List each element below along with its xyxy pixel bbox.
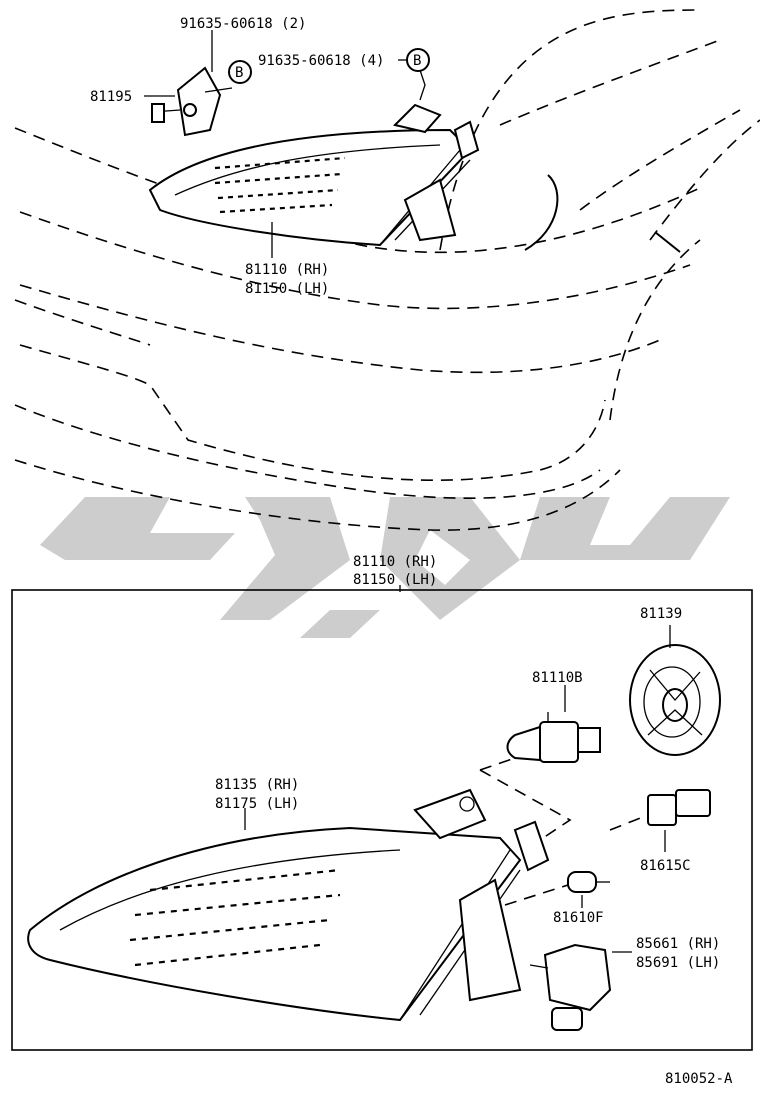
detail-box	[11, 589, 753, 1051]
label-bolt-b-4: 91635-60618 (4)	[258, 53, 384, 69]
label-unit-rh: 81135 (RH)	[215, 777, 299, 793]
label-leveling-lh: 85691 (LH)	[636, 955, 720, 971]
bulb-81110b	[506, 712, 601, 763]
label-leveling-rh: 85661 (RH)	[636, 936, 720, 952]
ref-b-circle-2	[406, 48, 430, 72]
headlamp-unit-81135	[27, 788, 550, 1022]
lower-lens-pattern	[129, 868, 341, 967]
lower-leader-lines	[244, 625, 671, 953]
label-ref-b-1: B	[235, 65, 243, 81]
label-ref-b-2: B	[413, 53, 421, 69]
label-adjuster: 81195	[90, 89, 132, 105]
label-headlamp-box-rh: 81110 (RH)	[353, 554, 437, 570]
leveling-motor-85661	[529, 943, 612, 1031]
label-headlamp-box-lh: 81150 (LH)	[353, 572, 437, 588]
socket-81615c	[647, 789, 711, 826]
adjuster-screw-81195	[151, 66, 233, 137]
label-unit-lh: 81175 (LH)	[215, 796, 299, 812]
label-bulb: 81110B	[532, 670, 583, 686]
wedge-bulb-81610f	[567, 871, 610, 893]
upper-headlamp-assembly	[148, 69, 480, 247]
label-headlamp-top-rh: 81110 (RH)	[245, 262, 329, 278]
label-cover: 81139	[640, 606, 682, 622]
ref-b-circle-1	[228, 60, 252, 84]
label-socket: 81615C	[640, 858, 691, 874]
label-headlamp-top-lh: 81150 (LH)	[245, 281, 329, 297]
label-diagram-code: 810052-A	[665, 1071, 733, 1087]
label-bolt-b-2: 91635-60618 (2)	[180, 16, 306, 32]
upper-leader-lines	[144, 30, 430, 258]
upper-lens-pattern	[214, 156, 346, 214]
vehicle-body-outline	[14, 9, 760, 531]
label-wedge-bulb: 81610F	[553, 910, 604, 926]
cover-81139	[629, 644, 721, 756]
